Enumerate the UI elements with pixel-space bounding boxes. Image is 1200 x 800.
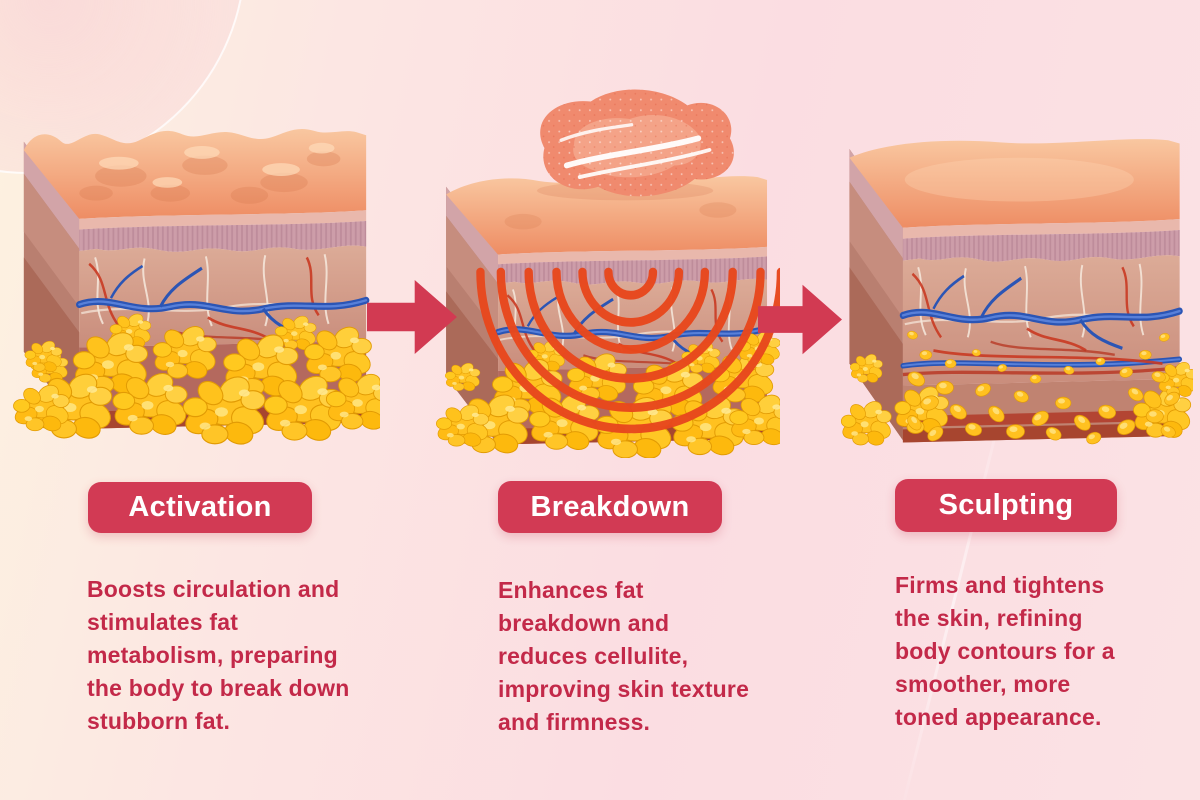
stage-description-activation: Boosts circulation and stimulates fat me… xyxy=(87,576,350,734)
stage-badge-sculpting: Sculpting xyxy=(895,479,1117,532)
stage-description-breakdown: Enhances fat breakdown and reduces cellu… xyxy=(498,577,750,735)
skin-diagram-activation xyxy=(12,86,380,446)
stage-description-sculpting: Firms and tightens the skin, refining bo… xyxy=(895,572,1115,730)
stage-badge-activation: Activation xyxy=(88,482,312,533)
skin-diagram-sculpting xyxy=(838,92,1193,460)
stage-badge-breakdown: Breakdown xyxy=(498,481,722,533)
skin-diagram-breakdown xyxy=(435,86,780,458)
